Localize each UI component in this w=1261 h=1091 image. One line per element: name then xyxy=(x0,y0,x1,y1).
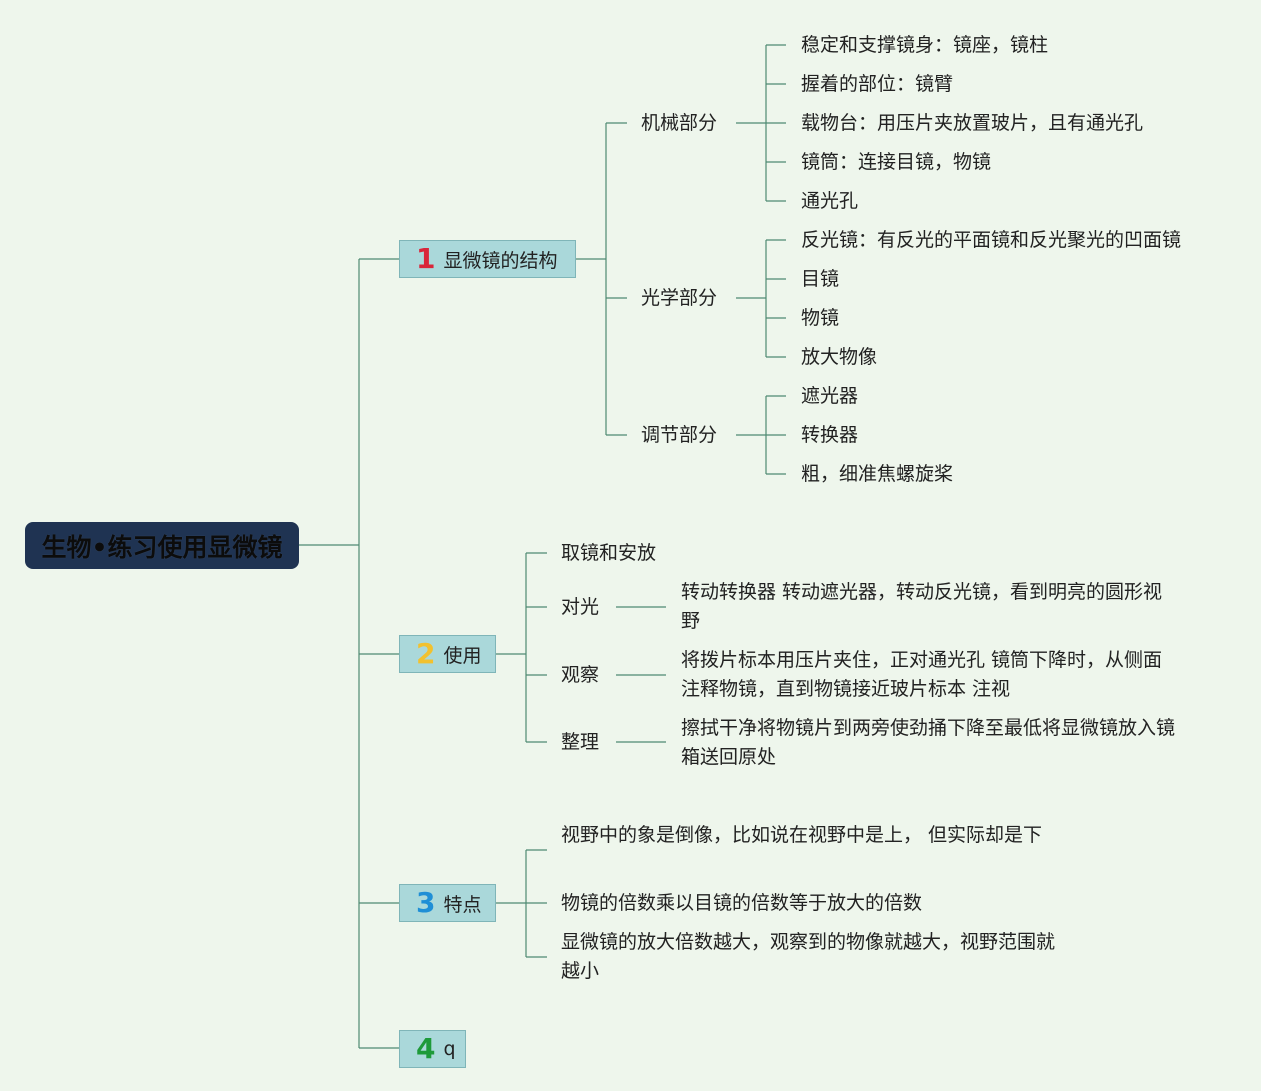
branch-structure[interactable]: 1 显微镜的结构 xyxy=(399,240,576,278)
topic-observe[interactable]: 观察 xyxy=(561,664,600,686)
branch-label: 使用 xyxy=(443,644,482,667)
topic-optical[interactable]: 光学部分 xyxy=(641,287,718,309)
leaf-optical-3[interactable]: 物镜 xyxy=(801,307,840,329)
branch-label: 特点 xyxy=(443,893,482,916)
leaf-optical-2[interactable]: 目镜 xyxy=(801,268,840,290)
leaf-mechanical-2[interactable]: 握着的部位：镜臂 xyxy=(801,73,954,95)
leaf-mechanical-5[interactable]: 通光孔 xyxy=(801,190,859,212)
leaf-tidy-up[interactable]: 擦拭干净将物镜片到两旁使劲捅下降至最低将显微镜放入镜箱送回原处 xyxy=(681,717,1176,768)
topic-light-alignment[interactable]: 对光 xyxy=(561,596,600,618)
leaf-light-alignment[interactable]: 转动转换器 转动遮光器，转动反光镜，看到明亮的圆形视野 xyxy=(681,581,1163,632)
branch-label: q xyxy=(443,1038,456,1060)
leaf-mechanical-4[interactable]: 镜筒：连接目镜，物镜 xyxy=(801,151,992,173)
branch-number: 3 xyxy=(416,886,436,919)
branch-number: 4 xyxy=(416,1032,436,1065)
topic-mechanical[interactable]: 机械部分 xyxy=(641,112,718,134)
topic-tidy-up[interactable]: 整理 xyxy=(561,731,600,753)
branch-number: 1 xyxy=(416,242,436,275)
leaf-adjustment-3[interactable]: 粗，细准焦螺旋桨 xyxy=(801,463,954,485)
leaf-feature-1[interactable]: 视野中的象是倒像，比如说在视野中是上， 但实际却是下 xyxy=(561,824,1043,846)
branch-usage[interactable]: 2 使用 xyxy=(399,635,496,673)
leaf-mechanical-3[interactable]: 载物台：用压片夹放置玻片，且有通光孔 xyxy=(801,112,1144,134)
branch-number: 2 xyxy=(416,637,436,670)
branch-label: 显微镜的结构 xyxy=(443,249,558,272)
branch-features[interactable]: 3 特点 xyxy=(399,884,496,922)
topic-adjustment[interactable]: 调节部分 xyxy=(641,424,718,446)
root-topic[interactable]: 生物•练习使用显微镜 xyxy=(25,522,299,569)
leaf-optical-4[interactable]: 放大物像 xyxy=(801,346,878,368)
leaf-observe[interactable]: 将拨片标本用压片夹住，正对通光孔 镜筒下降时，从侧面注释物镜，直到物镜接近玻片标… xyxy=(681,649,1163,700)
leaf-adjustment-1[interactable]: 遮光器 xyxy=(801,385,859,407)
topic-take-mirror[interactable]: 取镜和安放 xyxy=(561,542,657,564)
leaf-adjustment-2[interactable]: 转换器 xyxy=(801,424,859,446)
leaf-feature-2[interactable]: 物镜的倍数乘以目镜的倍数等于放大的倍数 xyxy=(561,892,923,914)
branch-q[interactable]: 4 q xyxy=(399,1030,466,1068)
leaf-feature-3[interactable]: 显微镜的放大倍数越大，观察到的物像就越大，视野范围就越小 xyxy=(561,931,1056,982)
leaf-mechanical-1[interactable]: 稳定和支撑镜身：镜座，镜柱 xyxy=(801,34,1049,56)
root-topic-label: 生物•练习使用显微镜 xyxy=(41,532,283,562)
leaf-optical-1[interactable]: 反光镜：有反光的平面镜和反光聚光的凹面镜 xyxy=(801,229,1182,251)
